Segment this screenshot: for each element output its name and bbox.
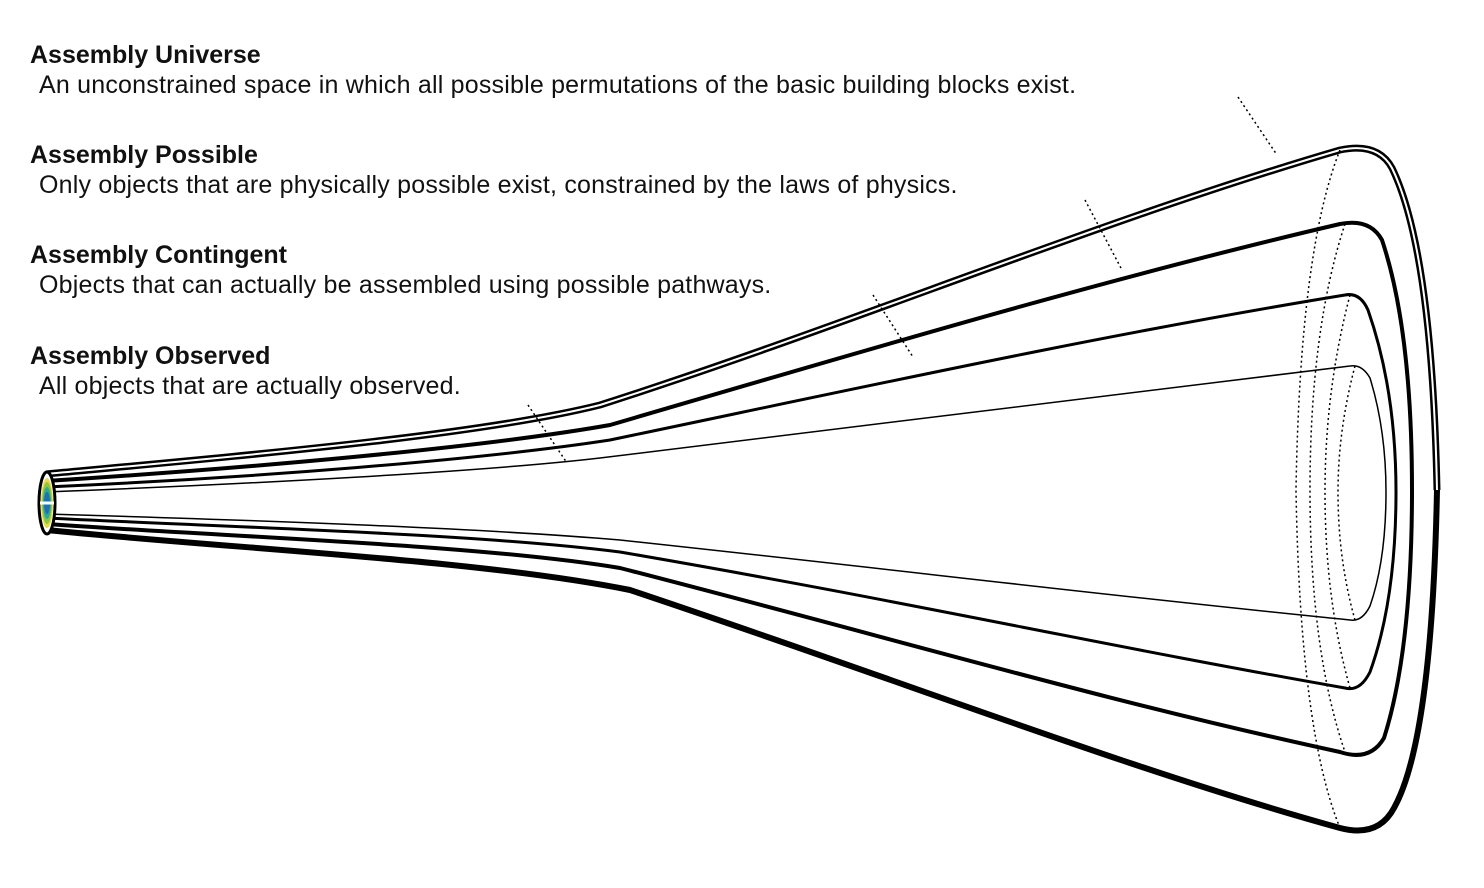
leader-universe bbox=[1237, 96, 1278, 156]
cone-layer-observed bbox=[45, 365, 1387, 621]
back-edge-universe bbox=[1295, 149, 1341, 829]
label-title-possible: Assembly Possible bbox=[30, 141, 258, 169]
label-block-universe: Assembly Universe An unconstrained space… bbox=[30, 40, 1076, 100]
label-desc-universe: An unconstrained space in which all poss… bbox=[39, 71, 1077, 99]
cone-back-edges bbox=[1295, 149, 1356, 829]
leader-contingent bbox=[872, 294, 914, 358]
leader-observed bbox=[527, 404, 568, 464]
cone-layer-contingent bbox=[45, 293, 1398, 691]
label-title-observed: Assembly Observed bbox=[30, 342, 271, 370]
label-title-contingent: Assembly Contingent bbox=[30, 241, 287, 269]
leader-possible bbox=[1084, 199, 1123, 271]
label-block-possible: Assembly Possible Only objects that are … bbox=[30, 140, 958, 200]
cone-universe-upper-edge-gap bbox=[45, 147, 1438, 491]
label-block-observed: Assembly Observed All objects that are a… bbox=[30, 341, 461, 401]
cone-universe-lower-edge bbox=[45, 489, 1440, 834]
cone-layer-universe bbox=[45, 144, 1441, 834]
cone-layer-possible bbox=[45, 220, 1415, 757]
cone-core bbox=[37, 470, 57, 536]
leader-lines bbox=[527, 96, 1278, 464]
label-title-universe: Assembly Universe bbox=[30, 41, 261, 69]
label-desc-contingent: Objects that can actually be assembled u… bbox=[39, 271, 772, 299]
cone-observed-edge bbox=[45, 365, 1387, 621]
label-desc-possible: Only objects that are physically possibl… bbox=[39, 171, 958, 199]
back-edge-observed bbox=[1337, 365, 1356, 621]
label-block-contingent: Assembly Contingent Objects that can act… bbox=[30, 240, 771, 300]
back-edge-contingent bbox=[1324, 294, 1351, 689]
cone-contingent-edge bbox=[45, 293, 1398, 691]
cone-possible-edge bbox=[45, 220, 1415, 757]
back-edge-possible bbox=[1309, 223, 1346, 753]
label-desc-observed: All objects that are actually observed. bbox=[39, 372, 461, 400]
